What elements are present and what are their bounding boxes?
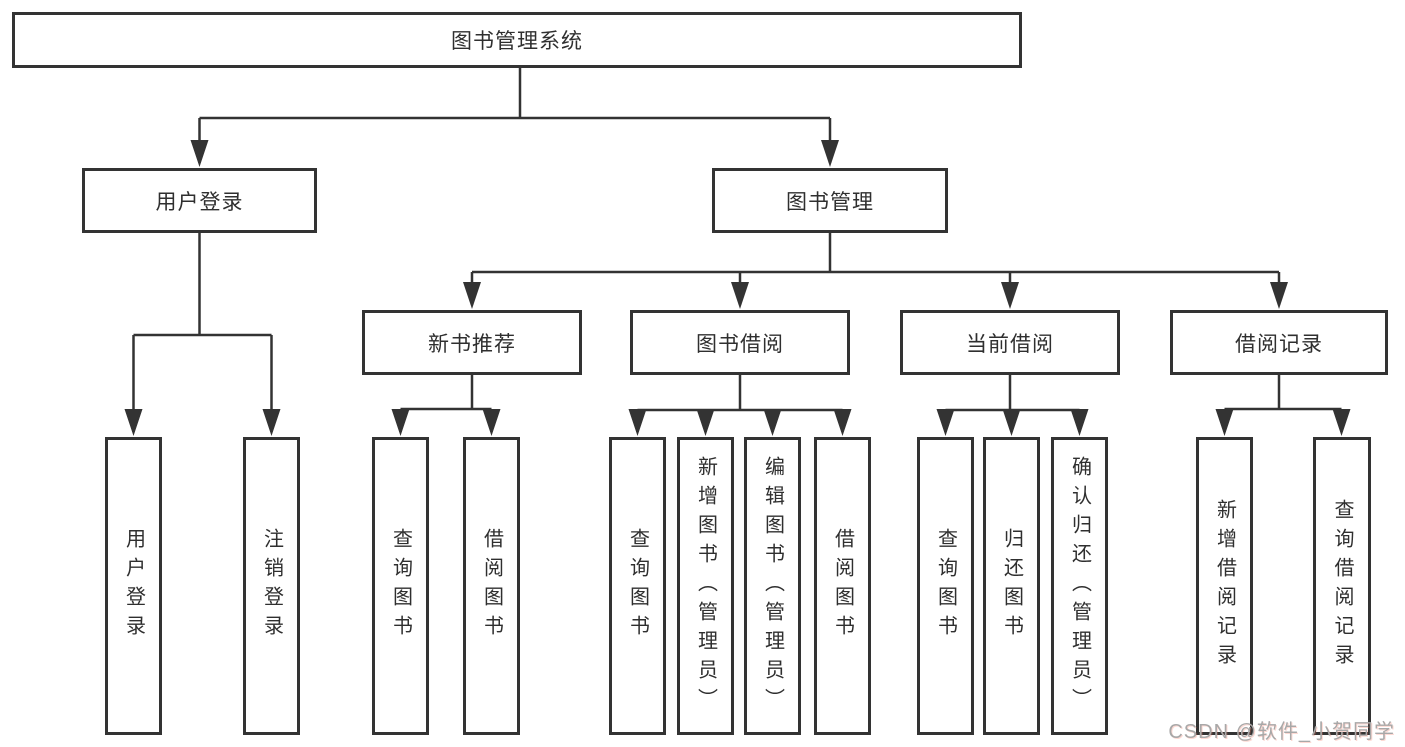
- node-leaf-query-books-1: 查询图书: [372, 437, 429, 735]
- node-leaf-edit-books-admin: 编辑图书（管理员）: [744, 437, 801, 735]
- node-current-borrowing-label: 当前借阅: [966, 332, 1054, 356]
- node-leaf-logout: 注销登录: [243, 437, 300, 735]
- node-leaf-logout-label: 注销登录: [260, 528, 283, 644]
- node-book-management-label: 图书管理: [786, 190, 874, 214]
- node-leaf-user-login: 用户登录: [105, 437, 162, 735]
- node-book-borrowing-label: 图书借阅: [696, 332, 784, 356]
- node-leaf-borrow-books-1: 借阅图书: [463, 437, 520, 735]
- node-leaf-return-books: 归还图书: [983, 437, 1040, 735]
- node-root: 图书管理系统: [12, 12, 1022, 68]
- csdn-watermark: CSDN @软件_小贺同学: [1168, 721, 1395, 743]
- node-book-management: 图书管理: [712, 168, 948, 233]
- node-borrowing-records-label: 借阅记录: [1235, 332, 1323, 356]
- node-leaf-query-borrow-record: 查询借阅记录: [1313, 437, 1371, 735]
- node-borrowing-records: 借阅记录: [1170, 310, 1388, 375]
- node-leaf-add-borrow-record-label: 新增借阅记录: [1213, 499, 1236, 673]
- node-leaf-borrow-books-1-label: 借阅图书: [480, 528, 503, 644]
- node-book-borrowing: 图书借阅: [630, 310, 850, 375]
- node-new-book-recommendation-label: 新书推荐: [428, 332, 516, 356]
- node-leaf-add-books-admin-label: 新增图书（管理员）: [694, 455, 717, 717]
- node-leaf-confirm-return-admin-label: 确认归还（管理员）: [1068, 455, 1091, 717]
- node-leaf-query-books-3-label: 查询图书: [934, 528, 957, 644]
- connector-lines: [132, 68, 1343, 432]
- node-leaf-borrow-books-2: 借阅图书: [814, 437, 871, 735]
- node-new-book-recommendation: 新书推荐: [362, 310, 582, 375]
- node-leaf-query-books-2: 查询图书: [609, 437, 666, 735]
- node-user-login: 用户登录: [82, 168, 317, 233]
- node-leaf-add-borrow-record: 新增借阅记录: [1196, 437, 1253, 735]
- node-leaf-add-books-admin: 新增图书（管理员）: [677, 437, 734, 735]
- node-leaf-user-login-label: 用户登录: [122, 528, 145, 644]
- node-leaf-confirm-return-admin: 确认归还（管理员）: [1051, 437, 1108, 735]
- node-current-borrowing: 当前借阅: [900, 310, 1120, 375]
- node-leaf-edit-books-admin-label: 编辑图书（管理员）: [761, 455, 784, 717]
- node-leaf-query-books-1-label: 查询图书: [389, 528, 412, 644]
- node-leaf-query-borrow-record-label: 查询借阅记录: [1331, 499, 1353, 673]
- node-leaf-query-books-2-label: 查询图书: [626, 528, 649, 644]
- node-leaf-query-books-3: 查询图书: [917, 437, 974, 735]
- node-leaf-borrow-books-2-label: 借阅图书: [831, 528, 854, 644]
- node-leaf-return-books-label: 归还图书: [1000, 528, 1023, 644]
- arrowheads: [124, 140, 1351, 436]
- node-root-label: 图书管理系统: [451, 30, 583, 53]
- node-user-login-label: 用户登录: [155, 190, 244, 214]
